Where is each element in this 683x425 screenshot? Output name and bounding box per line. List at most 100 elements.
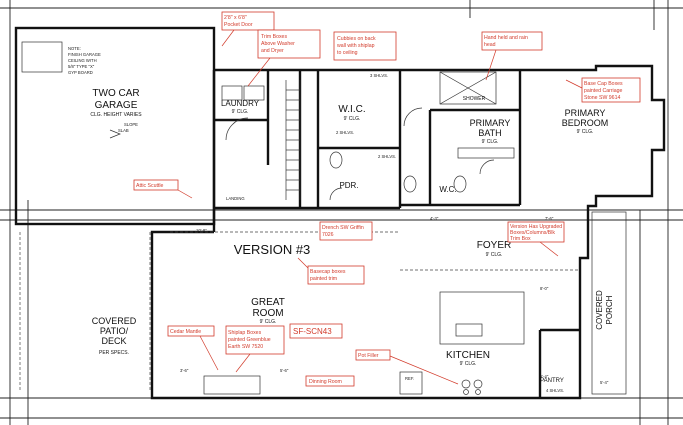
note-shiplap: Shiplap Boxes painted Greenblue Earth SW…: [225, 325, 285, 373]
version-label: VERSION #3: [234, 242, 311, 257]
svg-text:Trim Box: Trim Box: [510, 236, 531, 242]
svg-text:7026: 7026: [322, 232, 334, 238]
note-attic: Attic Scuttle: [133, 179, 193, 199]
svg-text:7'-6": 7'-6": [545, 216, 554, 221]
shelf-label-3: 2 SHLVS.: [378, 154, 396, 159]
svg-text:BATH: BATH: [478, 128, 501, 138]
svg-text:LAUNDRY: LAUNDRY: [221, 99, 260, 108]
note-basecap-trim: Basecap boxes painted trim: [297, 257, 365, 285]
covered-patio-label: COVERED PATIO/ DECK PER SPECS.: [92, 316, 137, 356]
svg-text:9' CLG.: 9' CLG.: [482, 139, 499, 145]
wic-label: W.I.C. 9' CLG.: [338, 104, 365, 122]
svg-text:Earth SW 7520: Earth SW 7520: [228, 344, 263, 350]
svg-text:3'-6": 3'-6": [180, 368, 189, 373]
garage-note: NOTE: FINISH GARAGE CEILING WITH 5/8" TY…: [68, 46, 101, 75]
room-labels: TWO CAR GARAGE CLG. HEIGHT VARIES NOTE: …: [68, 46, 614, 393]
svg-text:GARAGE: GARAGE: [95, 100, 138, 111]
note-version: Version Has Upgraded Boxes/Columns/Blk T…: [507, 221, 565, 257]
svg-text:Dinning Room: Dinning Room: [309, 379, 342, 385]
note-cubbies: Cubbies on back wall with shiplap to cei…: [333, 31, 397, 61]
svg-text:FINISH GARAGE: FINISH GARAGE: [68, 52, 101, 57]
pdr-label: PDR.: [339, 181, 358, 190]
shelf-label-4: 4 SHLVS.: [546, 388, 564, 393]
svg-text:8'-0": 8'-0": [540, 286, 549, 291]
svg-text:CEILING WITH: CEILING WITH: [68, 58, 97, 63]
svg-text:Shiplap Boxes: Shiplap Boxes: [228, 330, 262, 336]
svg-text:painted Greenblue: painted Greenblue: [228, 337, 271, 343]
svg-text:SLAB: SLAB: [118, 128, 129, 133]
svg-text:5'-6": 5'-6": [280, 368, 289, 373]
svg-text:5'-4": 5'-4": [540, 374, 549, 379]
svg-text:Stone SW 9614: Stone SW 9614: [584, 95, 620, 101]
svg-text:PORCH: PORCH: [605, 295, 614, 324]
svg-text:Hand held and rain: Hand held and rain: [484, 35, 528, 41]
note-dining: Dinning Room: [305, 375, 355, 387]
svg-text:GYP BOARD: GYP BOARD: [68, 70, 93, 75]
great-room-label: GREAT ROOM 9' CLG.: [251, 297, 285, 325]
svg-text:to ceiling: to ceiling: [337, 50, 358, 56]
svg-text:Basecap boxes: Basecap boxes: [310, 269, 346, 275]
svg-text:TWO CAR: TWO CAR: [92, 88, 139, 99]
svg-text:Above Washer: Above Washer: [261, 41, 295, 47]
svg-text:Version Has Upgraded: Version Has Upgraded: [510, 224, 562, 230]
covered-porch-label: COVERED PORCH: [595, 290, 614, 330]
svg-text:9' CLG.: 9' CLG.: [260, 319, 277, 325]
svg-text:wall with shiplap: wall with shiplap: [337, 43, 375, 49]
svg-text:PER SPECS.: PER SPECS.: [99, 350, 129, 356]
svg-text:Base Cap Boxes: Base Cap Boxes: [584, 81, 623, 87]
dimension-marks: 10'-8" 4'-3" 7'-6" 8'-0" 5'-4" 5'-4" 3'-…: [180, 216, 609, 385]
svg-text:9' CLG.: 9' CLG.: [232, 109, 249, 115]
svg-text:9' CLG.: 9' CLG.: [460, 361, 477, 367]
annotation-notes: 2'8" x 6'8" Pocket Door Trim Boxes Above…: [133, 11, 641, 387]
shelf-label-1: 3 SHLVS.: [370, 73, 388, 78]
svg-text:painted Carriage: painted Carriage: [584, 88, 622, 94]
note-drench: Drench SW Griffin 7026: [319, 221, 373, 241]
svg-text:ROOM: ROOM: [252, 308, 283, 319]
laundry-label: LAUNDRY 9' CLG.: [221, 99, 260, 115]
svg-text:PRIMARY: PRIMARY: [565, 108, 606, 118]
note-base-cap: Base Cap Boxes painted Carriage Stone SW…: [565, 77, 641, 103]
shower-label: SHOWER: [463, 96, 486, 102]
walls: [14, 26, 666, 400]
svg-text:FOYER: FOYER: [477, 240, 511, 251]
note-pot-filler: Pot Filler: [355, 349, 459, 385]
svg-text:Cedar Mantle: Cedar Mantle: [170, 329, 201, 335]
svg-text:DECK: DECK: [101, 336, 126, 346]
svg-text:NOTE:: NOTE:: [68, 46, 81, 51]
svg-text:painted trim: painted trim: [310, 276, 337, 282]
svg-text:KITCHEN: KITCHEN: [446, 350, 490, 361]
garage-slope: SLOPE SLAB: [118, 122, 138, 133]
svg-text:9' CLG.: 9' CLG.: [486, 252, 503, 258]
garage-label: TWO CAR GARAGE CLG. HEIGHT VARIES: [90, 88, 142, 118]
svg-text:4'-3": 4'-3": [430, 216, 439, 221]
svg-text:BEDROOM: BEDROOM: [562, 118, 609, 128]
landing-label: LANDING: [226, 196, 245, 201]
note-cedar: Cedar Mantle: [167, 325, 219, 371]
note-pocket-door: 2'8" x 6'8" Pocket Door: [221, 11, 275, 47]
svg-text:Trim Boxes: Trim Boxes: [261, 34, 287, 40]
svg-text:CLG. HEIGHT VARIES: CLG. HEIGHT VARIES: [90, 112, 142, 118]
svg-text:9' CLG.: 9' CLG.: [344, 116, 361, 122]
svg-text:W.I.C.: W.I.C.: [338, 104, 365, 115]
shelf-label-2: 2 SHLVS.: [336, 130, 354, 135]
svg-text:Drench SW Griffin: Drench SW Griffin: [322, 225, 364, 231]
svg-text:SF-SCN43: SF-SCN43: [293, 327, 332, 336]
kitchen-label: KITCHEN 9' CLG.: [446, 350, 490, 367]
svg-text:SLOPE: SLOPE: [124, 122, 138, 127]
version-tag: SF-SCN43: [289, 323, 343, 339]
svg-text:COVERED: COVERED: [595, 290, 604, 330]
svg-text:Boxes/Columns/Blk: Boxes/Columns/Blk: [510, 230, 555, 236]
svg-text:PATIO/: PATIO/: [100, 326, 129, 336]
svg-text:and Dryer: and Dryer: [261, 48, 284, 54]
svg-text:head: head: [484, 42, 496, 48]
svg-text:GREAT: GREAT: [251, 297, 285, 308]
primary-bedroom-label: PRIMARY BEDROOM 9' CLG.: [562, 108, 609, 135]
svg-text:Pocket Door: Pocket Door: [224, 22, 253, 28]
svg-text:10'-8": 10'-8": [196, 228, 207, 233]
svg-text:5/8" TYPE "X": 5/8" TYPE "X": [68, 64, 95, 69]
foyer-label: FOYER 9' CLG.: [477, 240, 511, 258]
wc-label: W.C.: [439, 185, 456, 194]
ref-label: REF.: [405, 376, 414, 381]
